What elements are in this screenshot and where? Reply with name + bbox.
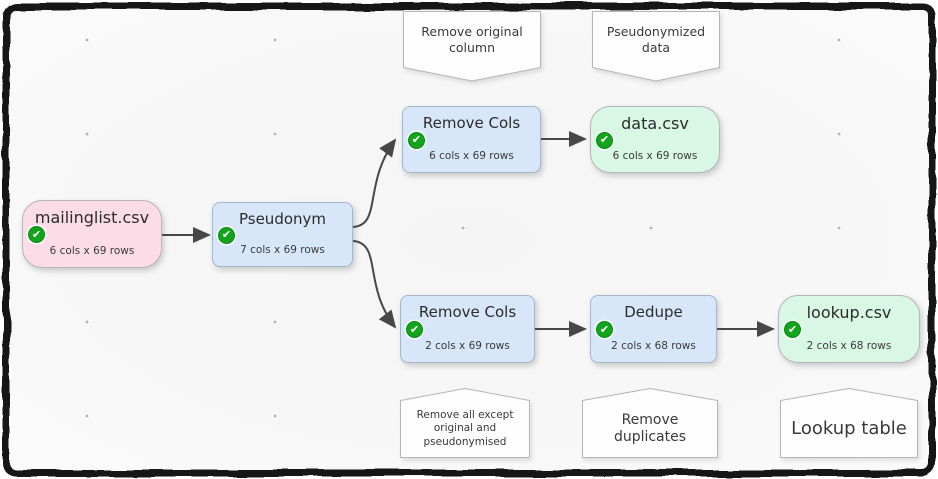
connector-arrow-curved: [352, 240, 397, 329]
node-remove-cols-top[interactable]: ✔ Remove Cols 6 cols x 69 rows: [402, 106, 541, 173]
note-label: Remove all except original and pseudonym…: [416, 408, 514, 448]
check-circle-icon: ✔: [28, 226, 45, 243]
node-title: mailinglist.csv: [34, 208, 150, 227]
node-mailinglist-csv[interactable]: ✔ mailinglist.csv 6 cols x 69 rows: [22, 200, 162, 268]
note-remove-all-except[interactable]: Remove all except original and pseudonym…: [400, 388, 530, 458]
connector-arrow-curved: [352, 138, 397, 228]
note-remove-original-column[interactable]: Remove original column: [403, 11, 541, 82]
note-label: Pseudonymized data: [606, 23, 706, 55]
node-subtitle: 2 cols x 68 rows: [806, 340, 892, 352]
node-remove-cols-bottom[interactable]: ✔ Remove Cols 2 cols x 69 rows: [400, 295, 535, 363]
node-subtitle: 6 cols x 69 rows: [429, 150, 514, 162]
note-label: Remove duplicates: [613, 411, 687, 446]
node-subtitle: 6 cols x 69 rows: [612, 150, 698, 162]
node-subtitle: 7 cols x 69 rows: [240, 244, 325, 256]
node-title: Dedupe: [624, 303, 683, 321]
node-title: Remove Cols: [422, 114, 521, 132]
node-pseudonym[interactable]: ✔ Pseudonym 7 cols x 69 rows: [212, 202, 353, 267]
node-title: Remove Cols: [418, 303, 517, 321]
node-subtitle: 6 cols x 69 rows: [49, 245, 135, 257]
node-data-csv[interactable]: ✔ data.csv 6 cols x 69 rows: [590, 106, 720, 173]
node-subtitle: 2 cols x 68 rows: [611, 340, 696, 352]
note-pseudonymized-data[interactable]: Pseudonymized data: [592, 11, 720, 82]
node-lookup-csv[interactable]: ✔ lookup.csv 2 cols x 68 rows: [778, 295, 920, 363]
check-circle-icon: ✔: [784, 321, 801, 338]
node-title: data.csv: [621, 114, 689, 133]
note-label: Lookup table: [791, 417, 907, 439]
note-remove-duplicates[interactable]: Remove duplicates: [582, 388, 718, 458]
node-dedupe[interactable]: ✔ Dedupe 2 cols x 68 rows: [590, 295, 717, 363]
check-circle-icon: ✔: [596, 321, 613, 338]
check-circle-icon: ✔: [406, 321, 423, 338]
check-circle-icon: ✔: [408, 131, 425, 149]
note-lookup-table[interactable]: Lookup table: [780, 388, 918, 458]
note-label: Remove original column: [421, 23, 523, 55]
node-subtitle: 2 cols x 69 rows: [425, 340, 510, 352]
node-title: lookup.csv: [806, 303, 892, 322]
node-title: Pseudonym: [238, 210, 327, 228]
check-circle-icon: ✔: [218, 226, 235, 244]
check-circle-icon: ✔: [596, 131, 613, 149]
